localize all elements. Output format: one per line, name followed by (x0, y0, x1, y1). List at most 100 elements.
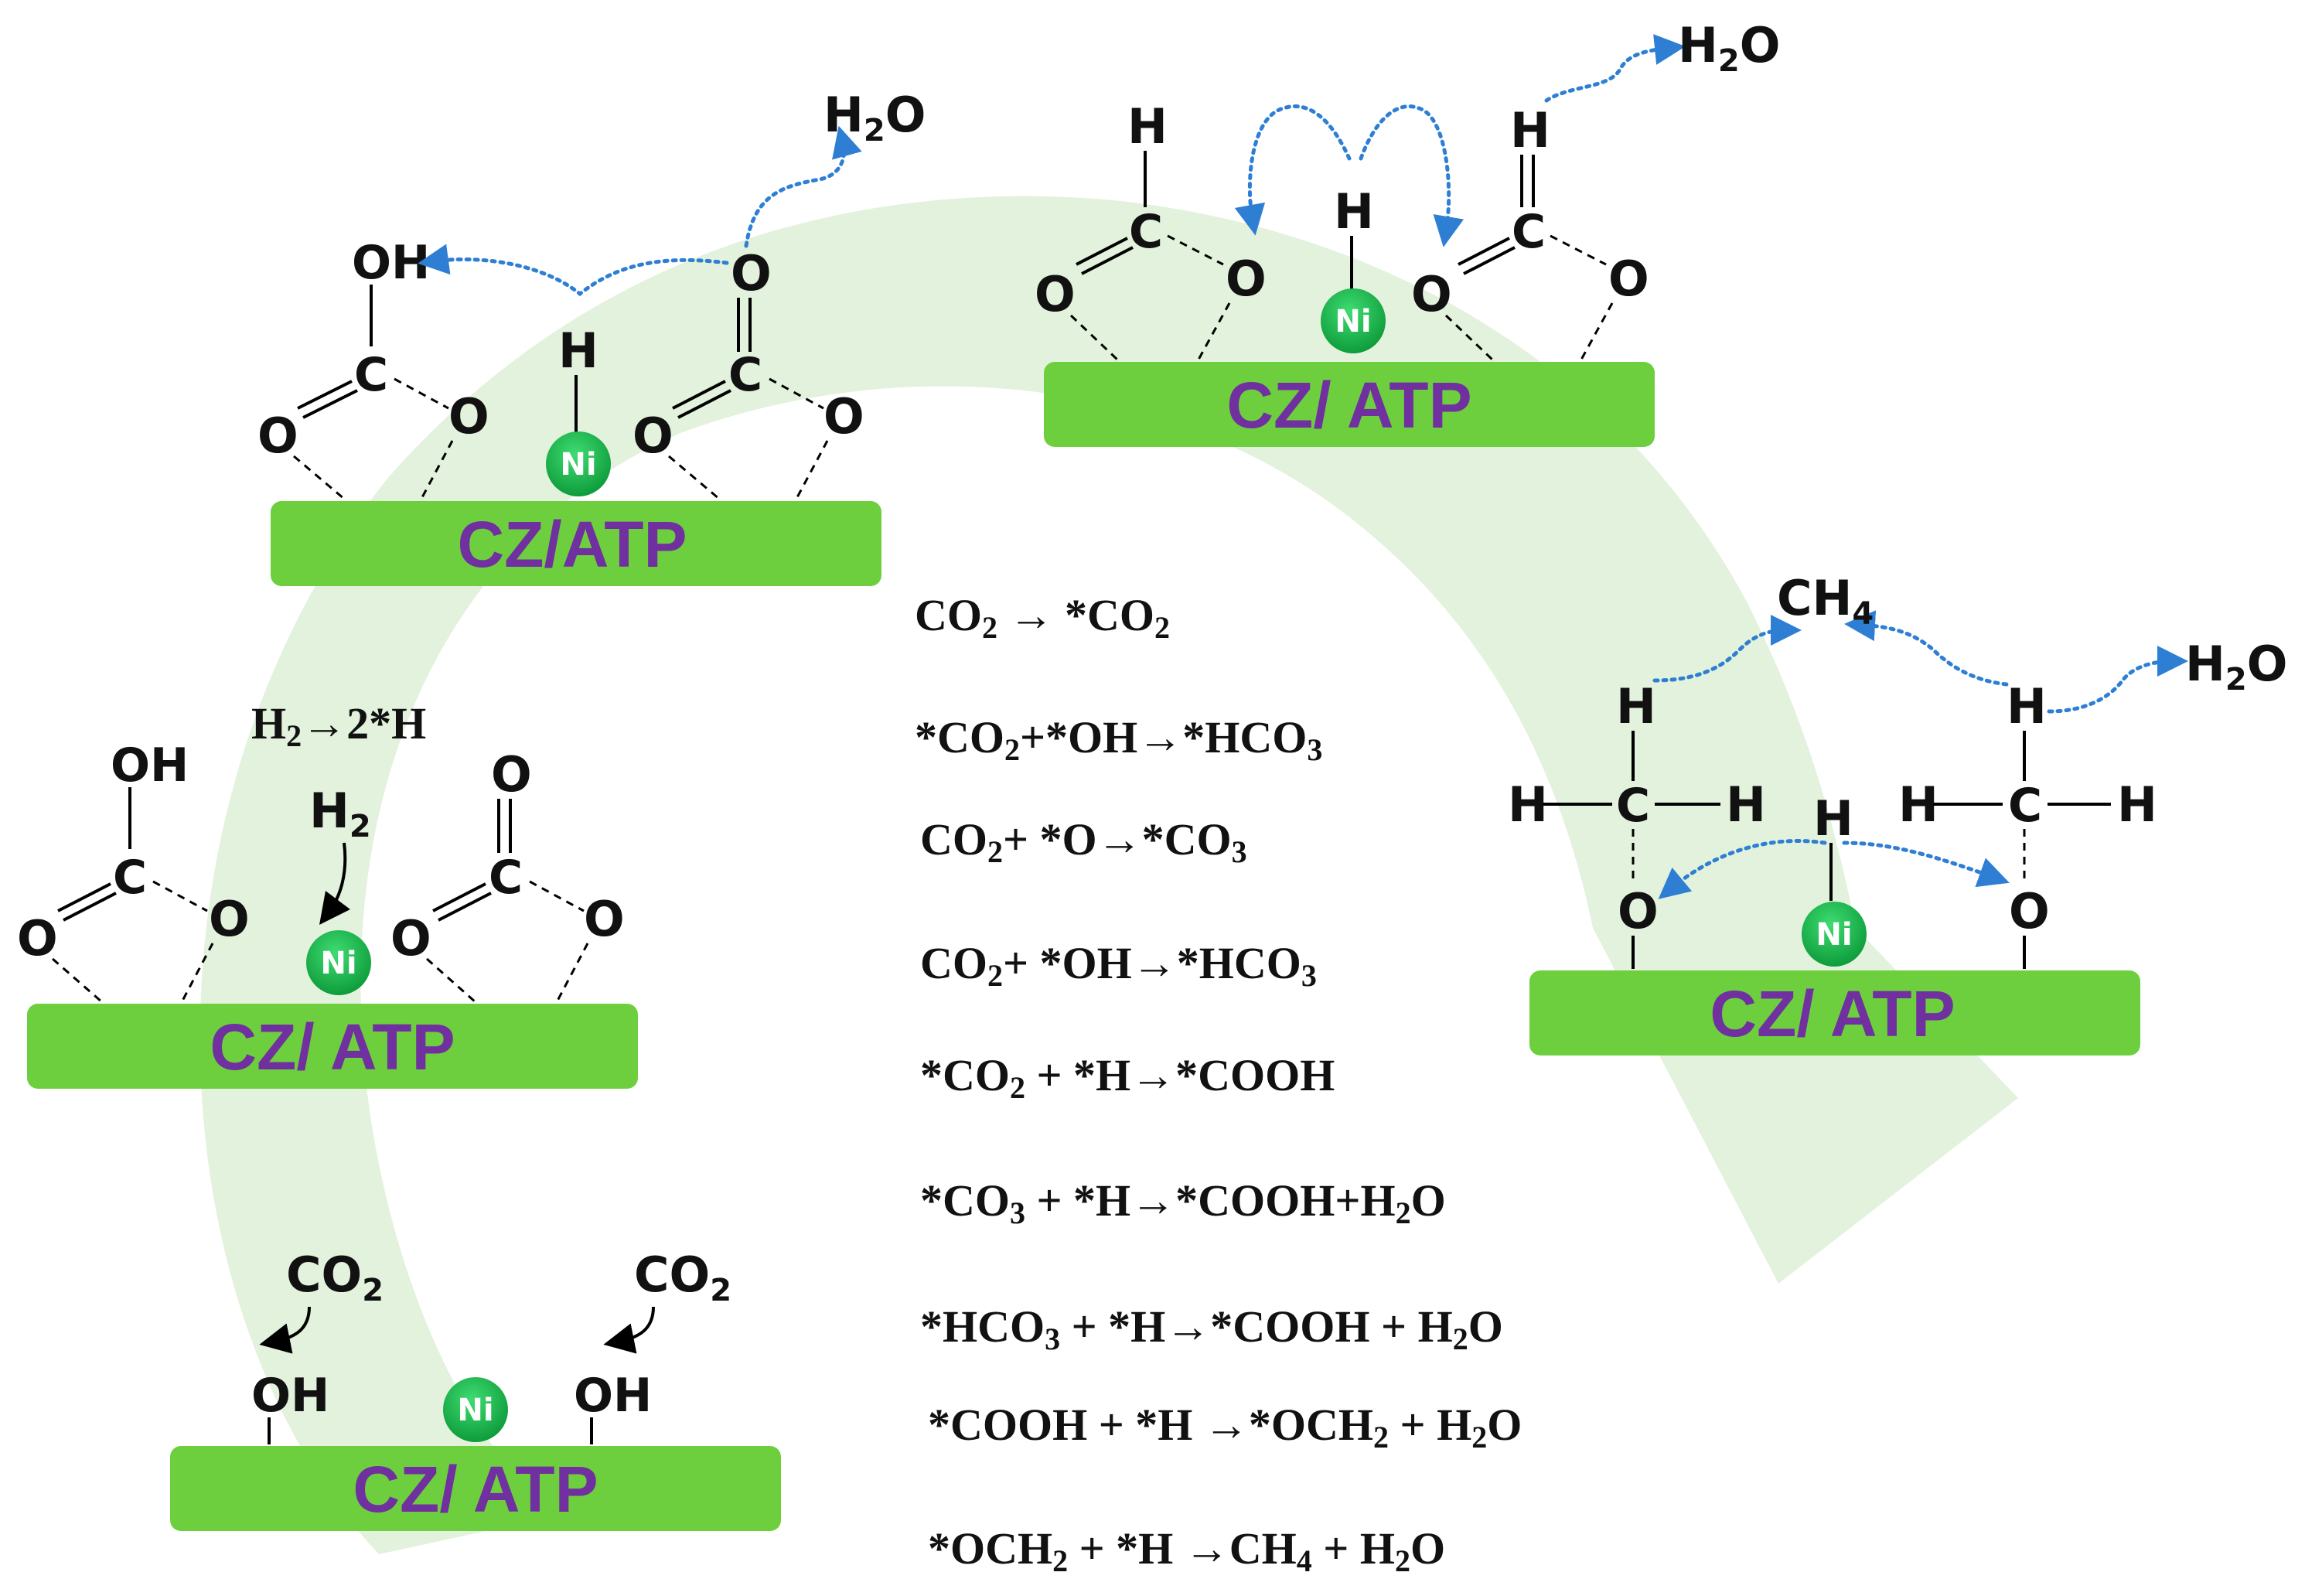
transfer-arrow (418, 244, 729, 297)
surface-bond (1444, 314, 1494, 361)
support-top-mid (1044, 362, 1655, 447)
ni-particle (443, 1377, 508, 1442)
ni-label: Ni (457, 1393, 493, 1428)
ni-particle (306, 930, 371, 995)
support-label-bottom-left: CZ/ ATP (353, 1453, 598, 1526)
water-product: H2O (823, 87, 926, 148)
ni-particle (1802, 902, 1867, 967)
transfer-arrow (1844, 610, 2009, 687)
transfer-arrow (1842, 841, 2010, 888)
oxygen-atom: O (1608, 251, 1649, 307)
oxygen-atom: O (390, 910, 431, 967)
partial-bond (1550, 234, 1607, 266)
oh-group: OH (111, 738, 189, 793)
bond (1076, 237, 1128, 266)
oxygen-atom: O (1411, 266, 1452, 322)
surface-bond (426, 957, 476, 1004)
oxygen-atom: O (584, 891, 625, 947)
hydrogen-atom: H (1898, 776, 1938, 833)
adsorption-arrow (319, 842, 350, 926)
partial-bond (769, 377, 824, 410)
equation-7: *HCO3 + *H→*COOH + H2O (920, 1301, 1503, 1356)
h2-dissociation-label: H2→2*H (251, 698, 426, 753)
transfer-arrow (1544, 34, 1686, 103)
partial-bond (152, 880, 208, 912)
ni-label: Ni (320, 946, 356, 981)
hydrogen-atom: H (558, 322, 598, 379)
panel-top-middle: CZ/ ATP H C O O H Ni H C O O H2O (1035, 17, 1780, 447)
transfer-arrow (1658, 839, 1827, 899)
equation-3: CO2+ *O→*CO3 (920, 814, 1247, 869)
surface-bond (1197, 302, 1231, 360)
surface-bond (1069, 314, 1119, 361)
panel-bottom-left: CZ/ ATP CO2 OH Ni CO2 OH (170, 1246, 781, 1531)
oxygen-atom: O (731, 245, 772, 302)
ni-label: Ni (1335, 304, 1371, 339)
bond (57, 882, 111, 912)
equation-9: *OCH2 + *H →CH4 + H2O (928, 1523, 1445, 1578)
oxygen-atom: O (209, 891, 250, 947)
panel-top-left: CZ/ATP OH C O O H Ni O C O O H2O (257, 87, 926, 586)
bond (1458, 237, 1510, 266)
carbon-atom: C (1129, 205, 1163, 259)
oh-group: OH (251, 1369, 329, 1423)
bond (63, 892, 117, 922)
equation-2: *CO2+*OH→*HCO3 (915, 712, 1322, 767)
hydrogen-atom: H (1127, 98, 1168, 155)
equation-4: CO2+ *OH→*HCO3 (920, 938, 1317, 993)
surface-bond (52, 957, 103, 1004)
ni-particle (1321, 288, 1386, 353)
bond (677, 389, 731, 419)
surface-bond (293, 455, 345, 500)
water-product: H2O (1678, 17, 1780, 79)
transfer-arrow (2047, 646, 2188, 714)
oxygen-atom: O (1226, 251, 1267, 307)
carbon-atom: C (489, 851, 523, 905)
hydrogen-atom: H (1616, 678, 1656, 735)
support-label-mid-left: CZ/ ATP (210, 1011, 455, 1083)
methane-product: CH4 (1777, 570, 1874, 632)
carbon-atom: C (354, 348, 388, 402)
carbon-atom: C (728, 348, 762, 402)
oxygen-atom: O (2009, 883, 2050, 940)
equation-1: CO2 → *CO2 (915, 590, 1170, 645)
partial-bond (529, 880, 585, 912)
oh-group: OH (352, 236, 430, 290)
bond (1081, 246, 1134, 275)
carbon-atom: C (2008, 779, 2042, 833)
hydrogen-atom: H (1334, 183, 1374, 240)
oxygen-atom: O (1618, 883, 1659, 940)
carbon-atom: C (113, 851, 147, 905)
bond (297, 380, 353, 410)
support-top-left (271, 501, 881, 586)
oxygen-atom: O (491, 746, 532, 803)
surface-bond (1580, 302, 1614, 360)
carbon-atom: C (1512, 205, 1546, 259)
partial-bond (1167, 234, 1224, 266)
ni-label: Ni (1816, 917, 1852, 953)
support-mid-left (27, 1004, 638, 1089)
oxygen-atom: O (257, 408, 298, 464)
cycle-arrow (199, 196, 2019, 1554)
water-product: H2O (2185, 636, 2287, 697)
ni-particle (546, 431, 611, 496)
surface-bond (180, 943, 214, 1003)
panel-right: CZ/ ATP H H C H O H Ni H H C H O CH4 H2 (1508, 570, 2287, 1055)
hydrogen-atom: H (1510, 102, 1550, 159)
carbon-atom: C (1616, 779, 1650, 833)
oxygen-atom: O (1035, 266, 1076, 322)
bond (1463, 246, 1516, 275)
oxygen-atom: O (633, 408, 673, 464)
bond (672, 380, 726, 410)
hydrogen-atom: H (1813, 790, 1853, 847)
equation-8: *COOH + *H →*OCH2 + H2O (928, 1400, 1522, 1454)
co2-molecule: CO2 (634, 1246, 731, 1308)
bond (302, 389, 358, 419)
equation-list: CO2 → *CO2 *CO2+*OH→*HCO3 CO2+ *O→*CO3 C… (915, 590, 1522, 1578)
support-label-right: CZ/ ATP (1710, 977, 1955, 1050)
hydrogen-atom: H (1726, 776, 1766, 833)
hydrogen-atom: H (2007, 678, 2047, 735)
adsorption-arrow (603, 1306, 655, 1354)
